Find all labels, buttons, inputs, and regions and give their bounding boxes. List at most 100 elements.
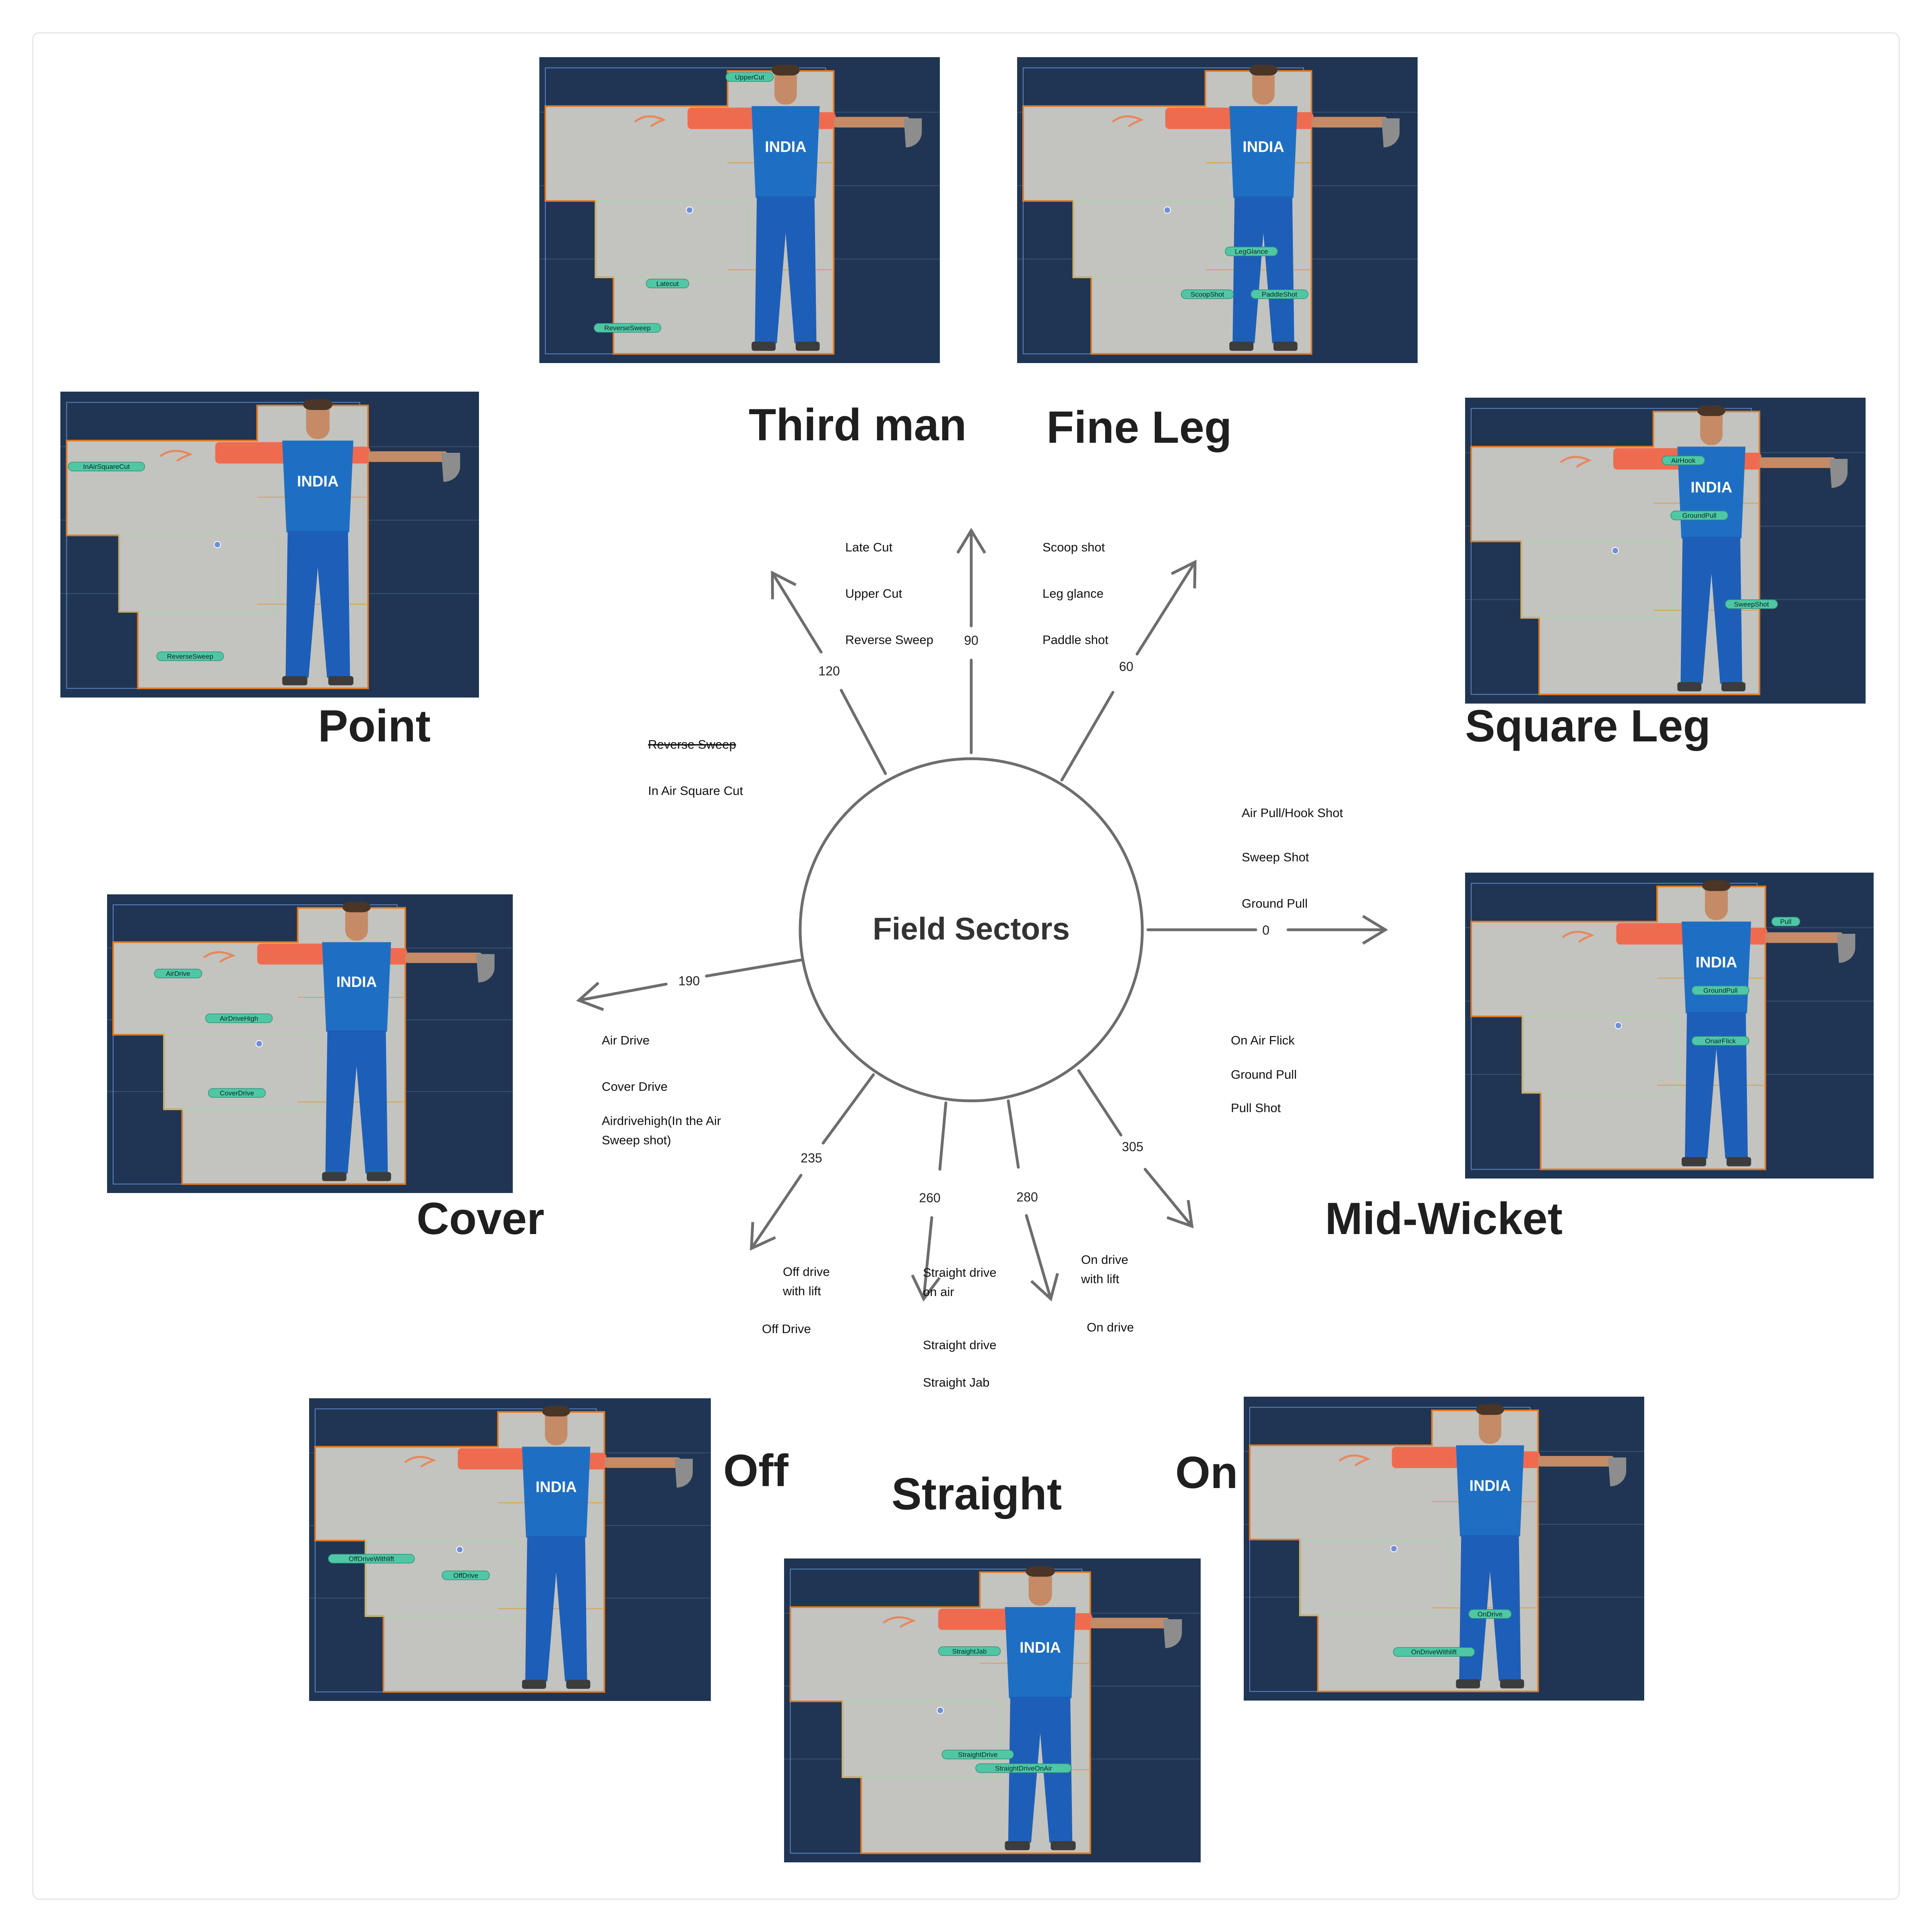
shot-tag-pill <box>68 462 145 471</box>
angle-label: 60 <box>1119 659 1133 674</box>
player-figure: INDIA <box>1165 65 1400 351</box>
sector-title-on: On <box>1175 1447 1238 1498</box>
shot-tag-label: GroundPull <box>1703 987 1738 995</box>
zone-guide <box>1299 1539 1453 1616</box>
arrow-shaft <box>1060 691 1115 782</box>
player-right-arm <box>1759 457 1836 468</box>
shot-label: On drive <box>1081 1253 1128 1267</box>
player-hair <box>1476 1404 1504 1415</box>
player-hair <box>1026 1566 1055 1577</box>
arrow-shaft <box>1077 1069 1123 1137</box>
angle-label: 190 <box>678 974 700 988</box>
shot-label: with lift <box>782 1284 821 1298</box>
sector-title-off: Off <box>723 1445 788 1496</box>
player-figure: INDIA <box>1613 405 1848 691</box>
player-right-arm <box>604 1457 681 1468</box>
angle-label: 120 <box>818 664 840 678</box>
glove-icon <box>203 951 236 963</box>
shot-tag-pill <box>1393 1647 1475 1657</box>
shot-tag-label: GroundPull <box>1682 512 1717 520</box>
arrow-shaft-head <box>1025 1214 1059 1302</box>
player-hair <box>1702 880 1731 891</box>
player-pants <box>1685 1011 1748 1159</box>
shot-tag-pill <box>1468 1609 1512 1619</box>
jersey-text: INDIA <box>336 973 377 990</box>
shot-label: Straight Jab <box>923 1375 989 1389</box>
player-left-arm <box>1392 1447 1472 1468</box>
shot-label: Airdrivehigh(In the Air <box>602 1114 721 1128</box>
shot-tag-label: InAirSquareCut <box>83 463 130 471</box>
arrow-shaft-head <box>771 570 823 654</box>
player-pants <box>525 1536 587 1682</box>
shot-tag-label: OnDrive <box>1478 1610 1503 1618</box>
angle-label: 305 <box>1122 1139 1143 1154</box>
glove-icon <box>160 450 193 462</box>
player-shoe-right <box>1726 1157 1751 1166</box>
shot-label: In Air Square Cut <box>648 784 743 798</box>
player-left-arm <box>215 442 299 464</box>
player-right-arm <box>1311 117 1388 128</box>
ball-marker <box>456 1546 464 1553</box>
glove-icon <box>1562 931 1595 943</box>
shot-tag: ScoopShot <box>1181 289 1234 299</box>
shot-label: Late Cut <box>845 540 893 554</box>
shot-tag: InAirSquareCut <box>68 462 145 471</box>
ball-marker <box>1390 1545 1398 1552</box>
shot-tag-label: AirDrive <box>166 970 190 978</box>
player-shoe-right <box>1721 682 1746 691</box>
shot-tag-label: CoverDrive <box>220 1089 254 1097</box>
arrow-shaft <box>938 1101 947 1171</box>
shot-label: on air <box>923 1285 954 1299</box>
ball-marker <box>686 206 694 214</box>
shot-tag: Latecut <box>646 279 689 289</box>
shot-tag-label: SweepShot <box>1734 601 1769 608</box>
shot-tag: StraightDriveOnAir <box>975 1763 1072 1773</box>
direction-arrow <box>1060 559 1197 782</box>
shot-label: Upper Cut <box>845 586 902 601</box>
shot-tag-label: OffDriveWithlift <box>349 1555 394 1563</box>
zone-guide <box>163 1034 319 1110</box>
bat-icon <box>1608 1457 1627 1486</box>
player-hair <box>1697 405 1726 416</box>
jersey-text: INDIA <box>536 1478 577 1495</box>
arrow-shaft <box>822 1073 875 1145</box>
player-shoe-left <box>282 676 308 685</box>
shot-tag-pill <box>725 72 774 82</box>
glove-icon <box>1112 115 1144 127</box>
player-left-arm <box>938 1608 1022 1630</box>
shot-label: Air Drive <box>602 1033 650 1047</box>
ball-marker <box>1614 1022 1622 1029</box>
shot-tag: OnairFlick <box>1691 1036 1750 1046</box>
direction-arrow <box>1077 1069 1194 1228</box>
jersey-text: INDIA <box>1695 954 1737 971</box>
direction-arrow <box>576 958 803 1011</box>
player-figure: INDIA <box>458 1406 693 1689</box>
player-shoe-left <box>1456 1679 1480 1688</box>
player-figure: INDIA <box>938 1566 1182 1850</box>
shot-tag-label: OnDriveWithlift <box>1411 1648 1457 1656</box>
zone-guide <box>595 200 748 278</box>
diagram-frame <box>32 32 1900 1900</box>
shot-tag-pill <box>205 1013 273 1023</box>
shot-tag-pill <box>938 1646 1001 1656</box>
ball-marker <box>214 541 221 548</box>
player-figure: INDIA <box>215 399 460 685</box>
player-jersey <box>282 440 353 533</box>
zone-guide <box>842 1701 1001 1778</box>
shot-tag: OnDrive <box>1468 1609 1512 1619</box>
shot-label: Leg glance <box>1042 586 1104 601</box>
player-shoe-right <box>1500 1679 1524 1688</box>
player-left-arm <box>257 943 339 965</box>
shot-label: Ground Pull <box>1231 1067 1297 1082</box>
player-figure: INDIA <box>687 65 922 351</box>
